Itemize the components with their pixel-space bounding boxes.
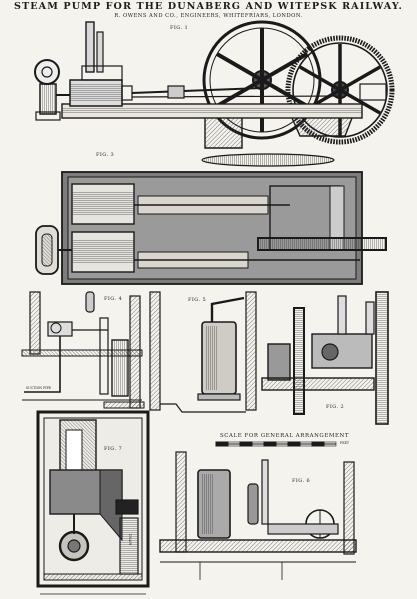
fig1-label: FIG. 1 xyxy=(170,25,189,31)
fig2-label: FIG. 2 xyxy=(326,404,345,410)
fig7-section xyxy=(36,410,150,595)
plate-title: STEAM PUMP FOR THE DUNABERG AND WITEPSK … xyxy=(14,1,403,12)
fig2-end-elevation xyxy=(261,291,389,425)
fig6-label: FIG. 6 xyxy=(292,478,311,484)
fig4-pump-section xyxy=(21,291,145,409)
fig3-label: FIG. 3 xyxy=(96,152,115,158)
plate-subtitle: R. OWENS AND CO., ENGINEERS, WHITEFRIARS… xyxy=(114,13,303,19)
drain-label: DRAIN xyxy=(128,534,132,546)
scale-bar xyxy=(215,441,337,447)
fig5-boiler-elevation xyxy=(149,291,257,413)
fig4-label: FIG. 4 xyxy=(104,296,123,302)
fig1-side-elevation xyxy=(34,20,395,149)
fig6-general-arrangement xyxy=(159,451,357,580)
fig3-plan-view xyxy=(35,153,387,285)
scale-unit: FEET xyxy=(340,441,349,445)
scale-title: SCALE FOR GENERAL ARRANGEMENT xyxy=(220,433,350,439)
fig7-label: FIG. 7 xyxy=(104,446,123,452)
suction-pipe-label: SUCTION PIPE xyxy=(26,386,51,390)
fig5-label: FIG. 5 xyxy=(188,297,207,303)
